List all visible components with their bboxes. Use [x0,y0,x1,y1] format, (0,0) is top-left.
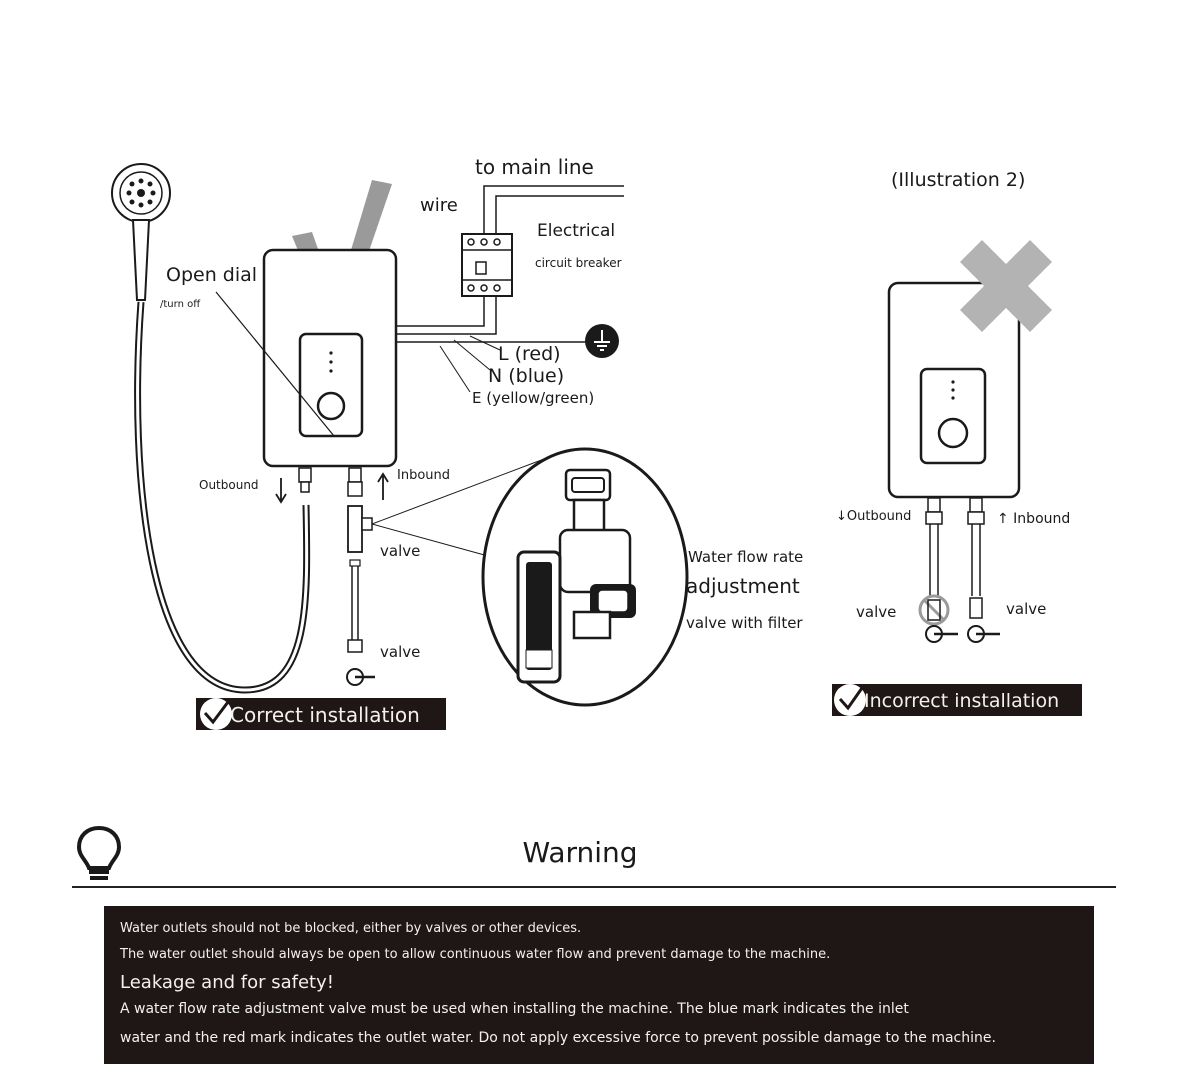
open-dial-label: Open dial [166,264,257,286]
warning-box: Water outlets should not be blocked, eit… [104,906,1094,1064]
warning-line-4: water and the red mark indicates the out… [120,1030,996,1046]
outbound-label-2: ↓Outbound [836,509,911,524]
incorrect-installation-badge: Incorrect installation [832,684,1082,716]
inlet-valve [346,505,375,686]
blocked-valve-icon [918,594,958,643]
turn-off-label: /turn off [160,299,201,310]
circuit-breaker-label: circuit breaker [535,256,622,270]
inbound-label: Inbound [397,468,450,483]
outbound-label: Outbound [199,478,259,492]
valve-label-1: valve [380,542,420,560]
inbound-arrow-icon [377,472,389,500]
light-bulb-icon [76,825,122,880]
installation-diagram: Open dial /turn off Outbound Inbound val… [111,155,1082,730]
incorrect-installation-label: Incorrect installation [864,690,1059,712]
valve-label-2: valve [380,643,420,661]
check-icon [203,701,230,725]
check-icon-2 [838,687,864,711]
water-flow-rate-label: Water flow rate [688,548,803,566]
electrical-label: Electrical [537,221,615,241]
n-blue-label: N (blue) [488,365,564,387]
warning-divider [72,886,1116,888]
inlet-valve-2 [967,597,1000,643]
warning-heading: Leakage and for safety! [120,972,334,993]
shower-head-icon [111,163,171,301]
wire-label: wire [420,195,458,216]
to-main-line-label: to main line [475,155,594,179]
heater-outlets-2 [925,497,985,596]
warning-line-3: A water flow rate adjustment valve must … [120,1001,909,1017]
illustration-2-label: (Illustration 2) [891,169,1025,191]
inbound-label-2: ↑ Inbound [997,511,1070,527]
correct-installation-label: Correct installation [230,703,420,727]
valve-label-3: valve [856,603,896,621]
e-yellow-green-label: E (yellow/green) [472,389,594,407]
circuit-breaker-icon [461,233,513,297]
water-heater-unit [262,248,398,468]
cross-mark-icon [960,240,1052,332]
heater-outlets [298,467,363,497]
warning-line-2: The water outlet should always be open t… [120,947,831,962]
valve-closeup [481,447,689,707]
l-red-label: L (red) [498,343,561,365]
correct-installation-badge: Correct installation [196,698,446,730]
ground-icon [585,324,619,358]
warning-line-1: Water outlets should not be blocked, eit… [120,921,582,936]
valve-label-4: valve [1006,600,1046,618]
warning-title: Warning [522,836,638,869]
adjustment-label: adjustment [686,574,800,598]
outbound-arrow-icon [275,478,287,504]
water-heater-unit-2 [887,281,1021,499]
valve-with-filter-label: valve with filter [686,614,803,632]
